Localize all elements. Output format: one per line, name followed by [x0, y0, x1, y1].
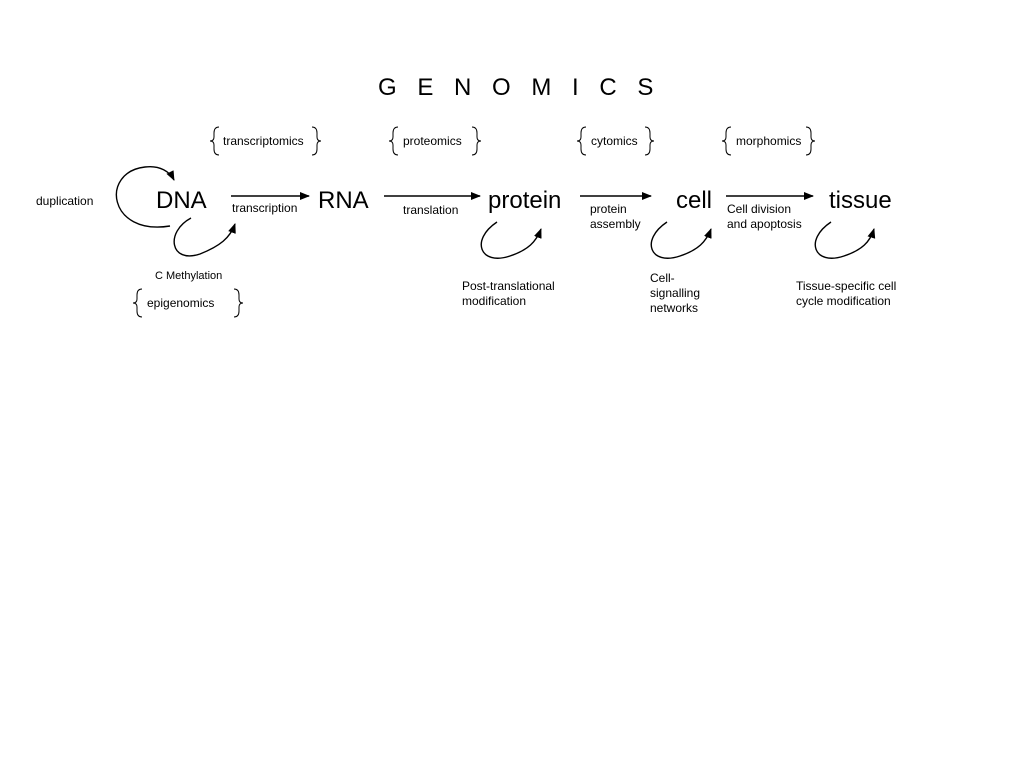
field-epigenomics: epigenomics	[147, 296, 215, 310]
arrow-duplication-loop	[115, 165, 175, 228]
brace-left-transcriptomics	[209, 126, 220, 156]
label-translation: translation	[403, 203, 459, 217]
brace-right-morphomics	[805, 126, 816, 156]
brace-left-epigenomics	[132, 288, 143, 318]
node-tissue: tissue	[829, 187, 892, 214]
field-transcriptomics: transcriptomics	[223, 134, 304, 148]
label-cell-signalling: Cell- signalling networks	[650, 271, 700, 316]
label-cell-signalling-line3: networks	[650, 301, 699, 315]
brace-left-proteomics	[388, 126, 399, 156]
arrow-methylation-curl	[173, 217, 236, 257]
label-cell-division-line1: Cell division	[727, 202, 792, 216]
field-morphomics: morphomics	[736, 134, 802, 148]
arrow-tissue-specific-curl	[814, 221, 876, 259]
label-cell-division: Cell division and apoptosis	[727, 202, 802, 232]
node-cell: cell	[676, 187, 713, 214]
node-rna: RNA	[318, 187, 369, 214]
label-post-translational: Post-translational modification	[462, 279, 555, 309]
brace-left-cytomics	[576, 126, 587, 156]
label-tissue-specific: Tissue-specific cell cycle modification	[796, 279, 896, 309]
label-cell-signalling-line2: signalling	[650, 286, 701, 300]
label-transcription: transcription	[232, 201, 298, 215]
diagram-title: G E N O M I C S	[378, 74, 661, 101]
label-cell-division-line2: and apoptosis	[727, 217, 802, 231]
arrow-post-translational-curl	[480, 221, 542, 259]
brace-right-transcriptomics	[311, 126, 322, 156]
node-dna: DNA	[156, 187, 207, 214]
field-cytomics: cytomics	[591, 134, 638, 148]
brace-right-epigenomics	[233, 288, 244, 318]
label-tissue-specific-line2: cycle modification	[796, 294, 891, 308]
label-cell-signalling-line1: Cell-	[650, 271, 675, 285]
label-protein-assembly: protein assembly	[590, 202, 641, 232]
label-post-translational-line2: modification	[462, 294, 527, 308]
label-c-methylation: C Methylation	[155, 270, 223, 282]
label-protein-assembly-line1: protein	[590, 202, 627, 216]
brace-right-proteomics	[471, 126, 482, 156]
label-duplication: duplication	[36, 194, 94, 208]
field-proteomics: proteomics	[403, 134, 462, 148]
brace-right-cytomics	[644, 126, 655, 156]
label-tissue-specific-line1: Tissue-specific cell	[796, 279, 897, 293]
label-protein-assembly-line2: assembly	[590, 217, 641, 231]
brace-left-morphomics	[721, 126, 732, 156]
label-post-translational-line1: Post-translational	[462, 279, 555, 293]
arrow-cell-signalling-curl	[650, 221, 712, 259]
node-protein: protein	[488, 187, 562, 214]
